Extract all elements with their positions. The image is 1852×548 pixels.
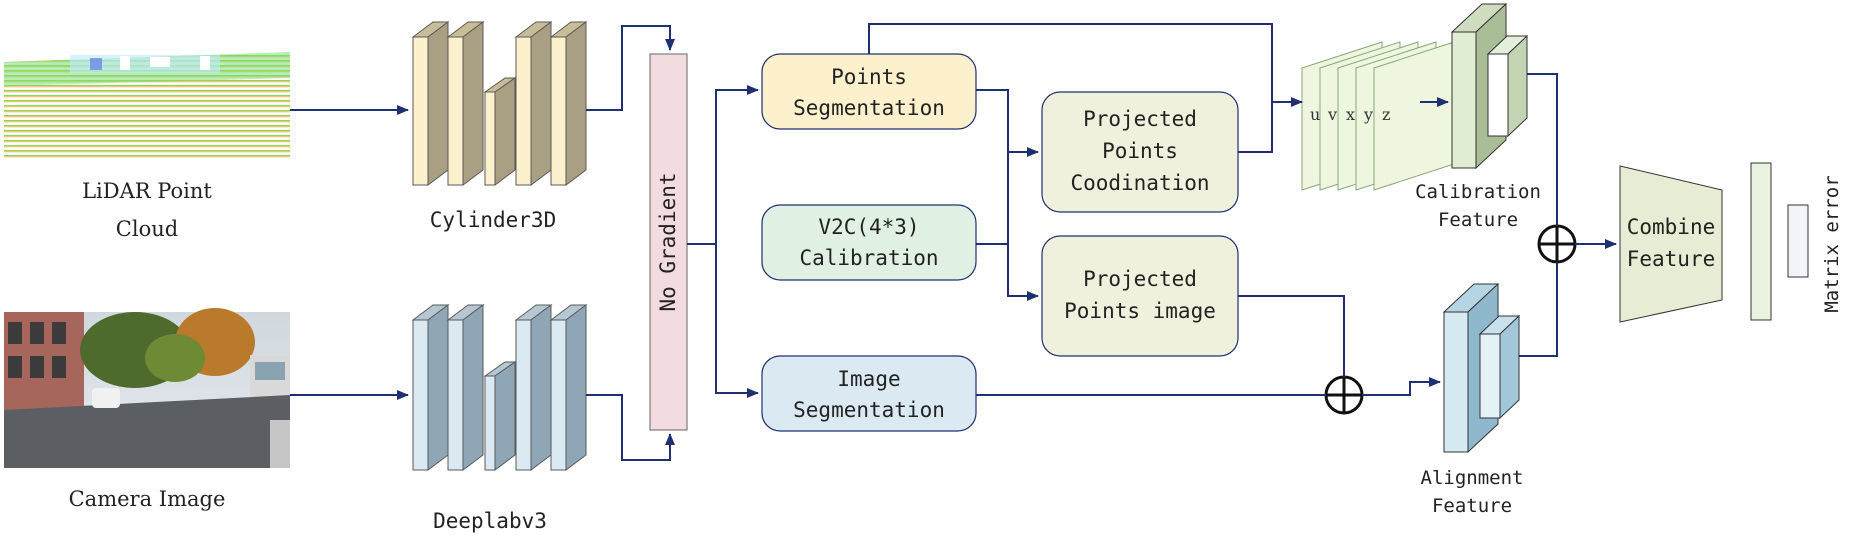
calibration-feature-line1: Calibration: [1415, 181, 1541, 203]
image-seg-line1: Image: [837, 367, 900, 391]
points-seg-line1: Points: [831, 65, 907, 89]
channel-label-v: v: [1327, 105, 1337, 124]
channel-label-y: y: [1363, 105, 1373, 124]
fc-layer-2: [1787, 204, 1809, 278]
matrix-error-label: Matrix error: [1821, 175, 1843, 312]
deeplabv3-label: Deeplabv3: [433, 509, 547, 533]
lidar-label-line2: Cloud: [116, 217, 178, 241]
proj-coord-line2: Points: [1102, 139, 1178, 163]
projected-points-image-box: [1041, 235, 1239, 357]
lidar-label-line1: LiDAR Point: [82, 179, 212, 203]
alignment-feature-line1: Alignment: [1421, 467, 1524, 489]
cylinder3d-label: Cylinder3D: [430, 208, 556, 232]
v2c-calibration-box: [761, 204, 977, 281]
channel-label-u: u: [1310, 105, 1320, 124]
no-gradient-block: [649, 53, 688, 431]
alignment-feature-block: [1442, 282, 1521, 454]
proj-coord-line3: Coodination: [1070, 171, 1209, 195]
proj-coord-line1: Projected: [1083, 107, 1197, 131]
v2c-line2: Calibration: [799, 246, 938, 270]
connectors: [290, 23, 1617, 461]
cylinder3d-network: [411, 21, 588, 186]
deeplabv3-network: [411, 304, 588, 471]
image-seg-line2: Segmentation: [793, 398, 945, 422]
camera-image: [4, 308, 290, 468]
channel-label-z: z: [1382, 105, 1390, 124]
calibration-feature-line2: Feature: [1438, 209, 1518, 231]
lidar-point-cloud-image: [4, 52, 290, 158]
proj-image-line1: Projected: [1083, 267, 1197, 291]
combine-line2: Feature: [1627, 247, 1716, 271]
alignment-feature-line2: Feature: [1432, 495, 1512, 517]
proj-image-line2: Points image: [1064, 299, 1216, 323]
combine-feature-block: [1619, 165, 1723, 323]
image-segmentation-box: [761, 355, 977, 432]
no-gradient-label: No Gradient: [656, 172, 680, 311]
combine-line1: Combine: [1627, 215, 1716, 239]
v2c-line1: V2C(4*3): [818, 215, 919, 239]
calibration-feature-block: [1450, 2, 1529, 170]
sum-node-alignment: [1324, 375, 1364, 415]
channel-label-x: x: [1346, 105, 1355, 124]
sum-node-combine: [1537, 224, 1577, 264]
points-seg-line2: Segmentation: [793, 96, 945, 120]
camera-label: Camera Image: [69, 487, 226, 511]
fc-layer-1: [1750, 162, 1772, 321]
